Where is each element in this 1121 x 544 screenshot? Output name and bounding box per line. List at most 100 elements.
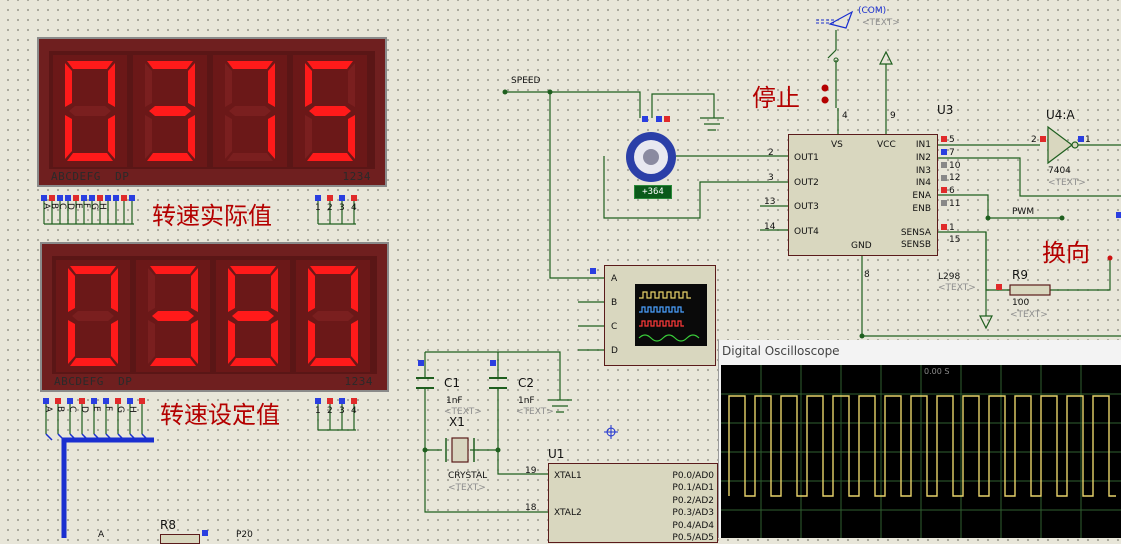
c2-value: 1nF xyxy=(518,396,535,406)
c2-text-placeholder: <TEXT> xyxy=(516,407,554,417)
segment-c xyxy=(188,115,195,159)
scope-pin-d: D xyxy=(611,346,618,356)
segment-f xyxy=(65,63,72,107)
pin-label: F xyxy=(103,406,113,412)
display-actual-digit-1 xyxy=(53,55,127,167)
pin-label: G xyxy=(89,203,99,210)
pin-label: E xyxy=(73,203,83,209)
segment-g xyxy=(229,106,271,116)
display-set[interactable]: ABCDEFG DP 1234 xyxy=(40,242,389,392)
u3-pin-14: 14 xyxy=(764,222,776,232)
display-actual-seg-label: ABCDEFG DP xyxy=(51,170,130,183)
pin-label: 4 xyxy=(351,203,357,213)
l298-driver-chip[interactable]: VS VCC OUT1 OUT2 OUT3 OUT4 IN1 IN2 IN3 I… xyxy=(788,134,938,256)
p20-label: P20 xyxy=(236,530,253,540)
segment-g xyxy=(149,106,191,116)
pin-label: 3 xyxy=(339,203,345,213)
motor-shaft xyxy=(643,149,659,165)
oscilloscope-screen[interactable]: 0.00 S xyxy=(721,365,1121,538)
oscilloscope-component[interactable]: A B C D xyxy=(604,265,716,366)
u3-pin-6: 6 xyxy=(949,186,955,196)
u3-pin-13: 13 xyxy=(764,197,776,207)
gate-pin-out: 1 xyxy=(1085,135,1091,145)
pin-label: D xyxy=(79,406,89,413)
oscilloscope-title: Digital Oscilloscope xyxy=(722,344,840,358)
display-actual[interactable]: ABCDEFG DP 1234 xyxy=(37,37,387,187)
u1-pin-18: 18 xyxy=(525,503,537,513)
display-actual-digit-2 xyxy=(133,55,207,167)
segment-b xyxy=(111,268,118,312)
label-reverse[interactable]: 换向 xyxy=(1042,239,1090,267)
segment-c xyxy=(108,115,115,159)
segment-e xyxy=(228,320,235,364)
dc-motor[interactable] xyxy=(626,132,676,182)
pin-label: 2 xyxy=(327,406,333,416)
net-label-pwm: PWM xyxy=(1012,207,1035,217)
u1-p00: P0.0/AD0 xyxy=(672,471,714,481)
c1-name: C1 xyxy=(444,376,461,390)
pin-label: H xyxy=(97,203,107,210)
pin-label: 2 xyxy=(327,203,333,213)
display-set-seg-pins: A B C D E F G H xyxy=(42,406,152,426)
mcu-u1-chip[interactable]: XTAL1 XTAL2 P0.0/AD0 P0.1/AD1 P0.2/AD2 P… xyxy=(548,463,718,543)
scope-pin-b: B xyxy=(611,298,618,308)
u3-pin-5: 5 xyxy=(949,135,955,145)
segment-e xyxy=(225,115,232,159)
display-actual-digit-label: 1234 xyxy=(342,170,371,183)
pin-label: F xyxy=(81,203,91,209)
u3-text-placeholder: <TEXT> xyxy=(938,283,976,293)
segment-e xyxy=(148,320,155,364)
pin-label: B xyxy=(49,203,59,210)
pin-label: C xyxy=(67,406,77,413)
pin-label: C xyxy=(57,203,67,210)
segment-f xyxy=(305,63,312,107)
segment-b xyxy=(188,63,195,107)
u3-name: U3 xyxy=(937,103,954,117)
r8-resistor[interactable] xyxy=(160,534,200,544)
x1-part: CRYSTAL xyxy=(448,471,488,481)
display-set-panel xyxy=(52,256,377,374)
segment-g xyxy=(152,311,194,321)
u3-vcc-pin: 9 xyxy=(890,111,896,121)
x1-name: X1 xyxy=(449,415,465,429)
segment-c xyxy=(111,320,118,364)
u1-p01: P0.1/AD1 xyxy=(672,483,714,493)
display-set-seg-label: ABCDEFG DP xyxy=(54,375,133,388)
segment-d xyxy=(310,358,356,366)
segment-a xyxy=(150,266,196,274)
segment-a xyxy=(307,61,353,69)
oscilloscope-window[interactable]: Digital Oscilloscope 0.00 S xyxy=(718,340,1121,538)
caption-set-speed: 转速设定值 xyxy=(160,401,280,429)
r8-name: R8 xyxy=(160,518,176,532)
segment-e xyxy=(68,320,75,364)
motor-speed-readout: +364 xyxy=(634,185,672,199)
segment-a xyxy=(70,266,116,274)
pin-label: A xyxy=(41,203,51,210)
segment-a xyxy=(147,61,193,69)
segment-b xyxy=(191,268,198,312)
display-set-digit-2 xyxy=(136,260,210,372)
segment-e xyxy=(145,115,152,159)
pin-label: B xyxy=(55,406,65,413)
u3-vs-label: VS xyxy=(831,140,843,150)
u3-ena: ENA xyxy=(912,191,931,201)
display-actual-panel xyxy=(49,51,375,169)
pin-label: 3 xyxy=(339,406,345,416)
segment-c xyxy=(268,115,275,159)
u3-in4: IN4 xyxy=(915,178,931,188)
u3-sensb: SENSB xyxy=(900,240,931,250)
label-stop[interactable]: 停止 xyxy=(752,84,800,112)
segment-d xyxy=(70,358,116,366)
u3-pin-10: 10 xyxy=(949,161,961,171)
oscilloscope-trace xyxy=(728,395,1116,497)
u1-p02: P0.2/AD2 xyxy=(672,496,714,506)
u3-pin-7: 7 xyxy=(949,148,955,158)
segment-b xyxy=(271,268,278,312)
u3-in1: IN1 xyxy=(915,140,931,150)
segment-f xyxy=(228,268,235,312)
u3-pin-12: 12 xyxy=(949,173,961,183)
display-set-digit-3 xyxy=(216,260,290,372)
pin-label: E xyxy=(91,406,101,412)
com-label: (COM) xyxy=(858,6,887,16)
